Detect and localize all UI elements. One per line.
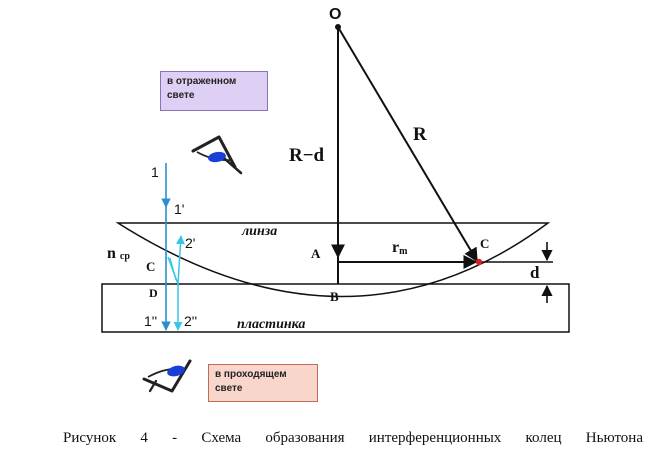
plate: [101, 283, 570, 333]
label-c-left: C: [146, 259, 155, 274]
label-r-minus-d: R−d: [289, 145, 325, 166]
label-d-point: D: [149, 286, 158, 300]
label-ray-1-dprime: 1'': [144, 313, 157, 329]
label-b: B: [330, 289, 339, 304]
label-ray-2-prime: 2': [185, 235, 195, 251]
label-rm-main: r: [392, 239, 399, 256]
eye-icon: [191, 135, 243, 175]
label-rm-sub: m: [399, 246, 408, 257]
label-ray-2-dprime: 2'': [184, 313, 197, 329]
radius-line: [337, 26, 478, 263]
label-a: A: [311, 246, 321, 261]
label-c-right: C: [480, 236, 489, 251]
label-ray-1-prime: 1': [174, 201, 184, 217]
label-d: d: [530, 263, 540, 282]
figure-caption: Рисунок 4 - Схема образования интерферен…: [63, 430, 643, 446]
eye-icon: [142, 359, 192, 393]
lens: [115, 222, 551, 298]
ray-2-reflect: [169, 257, 177, 281]
label-r: R: [413, 124, 427, 145]
label-o: O: [329, 6, 341, 23]
label-lens: линза: [241, 224, 277, 239]
label-rm: rm: [392, 239, 408, 257]
transmitted-light-note: в проходящем свете: [208, 364, 318, 402]
reflected-light-note: в отраженном свете: [160, 71, 268, 111]
point-c-dot: [475, 258, 483, 266]
label-n-sub: ср: [120, 251, 130, 262]
label-ray-1: 1: [151, 164, 159, 180]
label-n-main: n: [107, 245, 116, 262]
label-plate: пластинка: [237, 317, 305, 332]
